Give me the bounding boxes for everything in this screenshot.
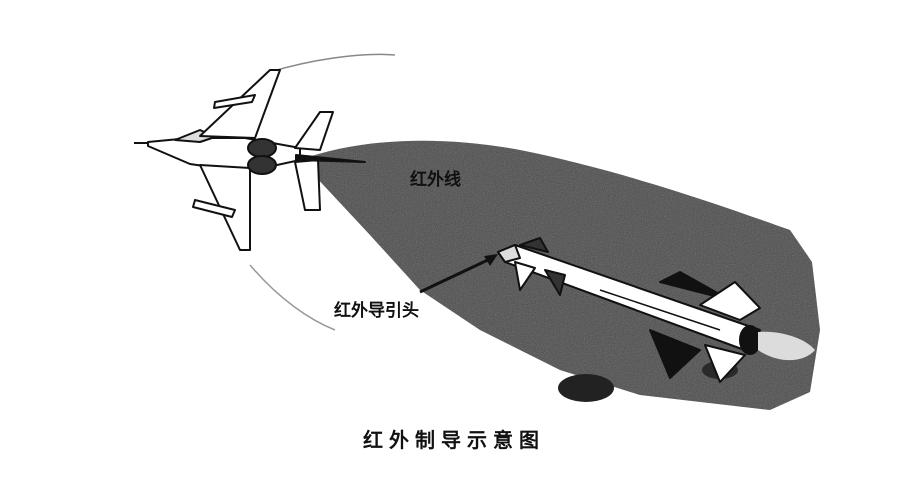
diagram-caption: 红外制导示意图 [363, 428, 545, 452]
motion-arc-top [269, 53, 396, 73]
seeker-pointer-arrow [419, 254, 498, 294]
infrared-label: 红外线 [410, 170, 461, 190]
missile-icon [497, 237, 815, 383]
jet-fighter-icon [134, 69, 366, 251]
motion-arc-bottom [249, 264, 336, 331]
seeker-label: 红外导引头 [334, 301, 419, 321]
